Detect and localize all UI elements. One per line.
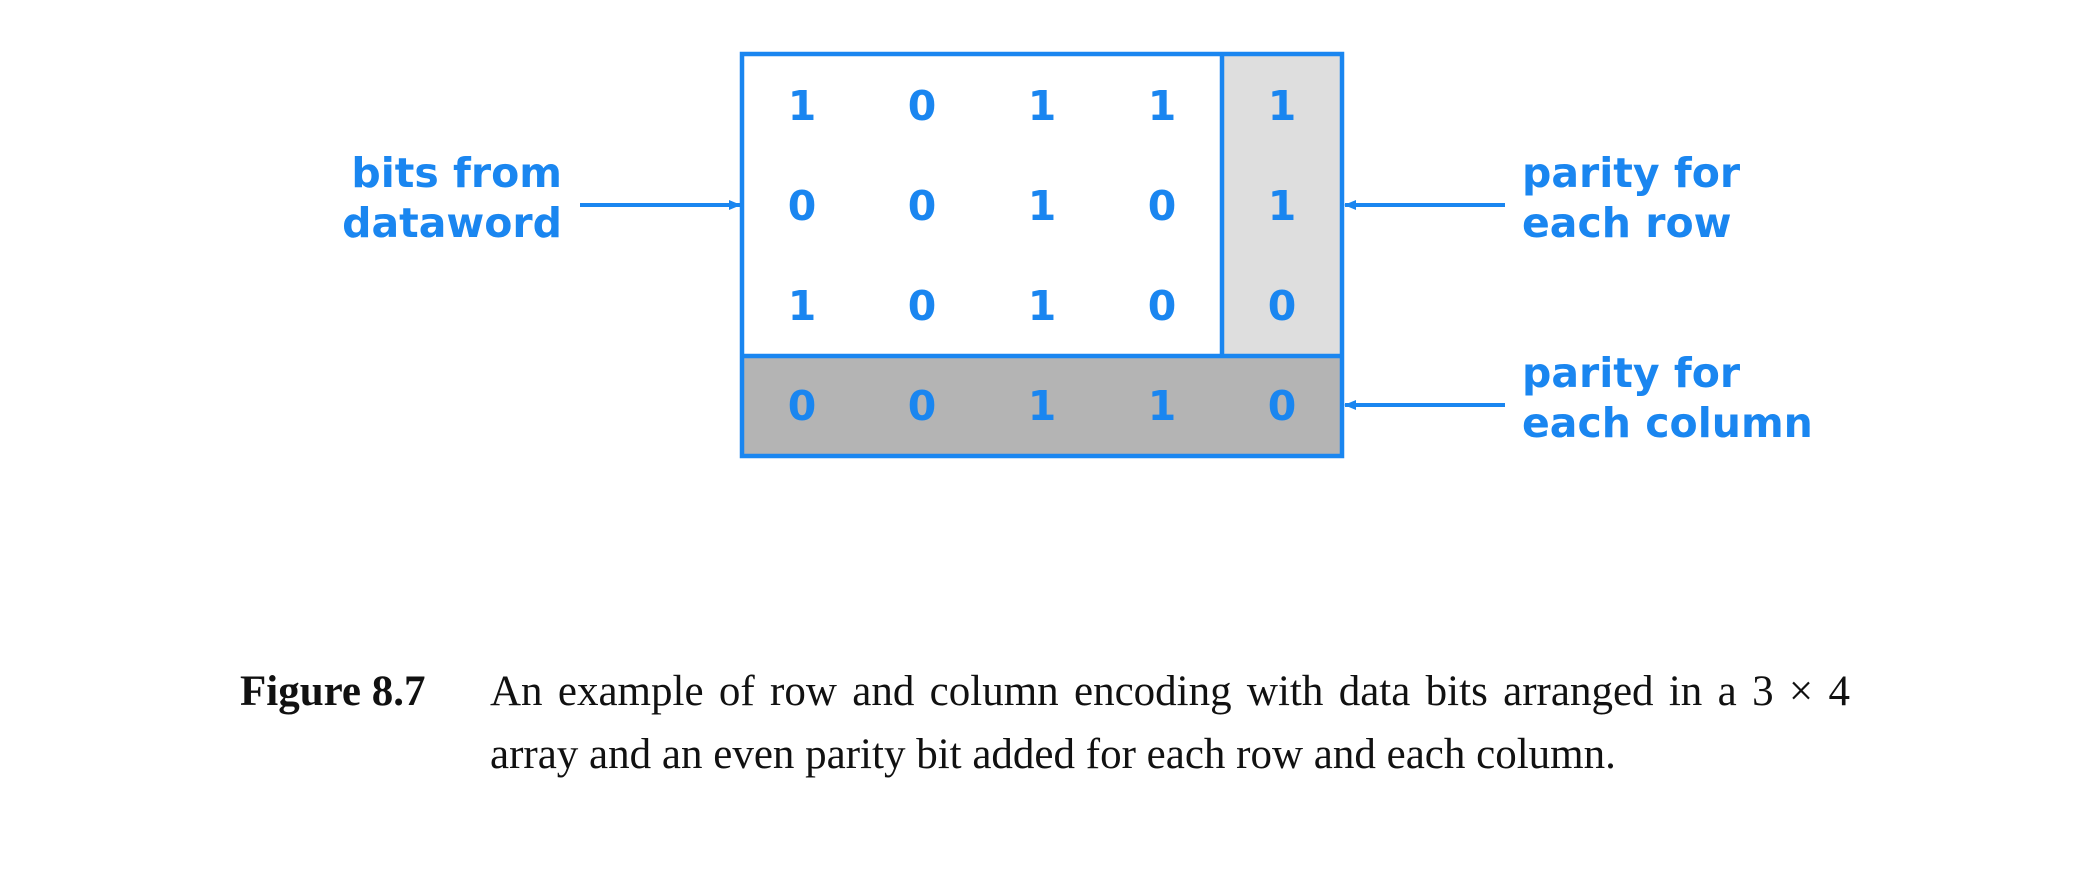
row-parity-label-line2: each row: [1522, 199, 1732, 247]
column-parity-bit: 1: [1148, 382, 1177, 430]
row-parity-label-line1: parity for: [1522, 149, 1741, 197]
column-parity-label-line1: parity for: [1522, 349, 1741, 397]
dataword-label-line2: dataword: [342, 199, 562, 247]
data-bit: 1: [1028, 282, 1057, 330]
row-parity-bit: 1: [1268, 182, 1297, 230]
column-parity-bit: 0: [908, 382, 937, 430]
row-parity-label: parity for each row: [1522, 148, 1740, 248]
column-parity-region: [742, 356, 1342, 456]
caption-number: Figure 8.7: [240, 668, 426, 715]
data-bit: 1: [788, 282, 817, 330]
caption-text: An example of row and column encoding wi…: [490, 668, 1850, 778]
bit-cells: 1 0 1 1 1 0 0 1 0 1 1 0 1 0 0 0 0 1 1 0: [788, 82, 1297, 430]
column-parity-bit: 0: [788, 382, 817, 430]
dataword-label: bits from dataword: [330, 148, 562, 248]
data-bit: 0: [788, 182, 817, 230]
column-parity-label-line2: each column: [1522, 399, 1813, 447]
dataword-label-line1: bits from: [351, 149, 562, 197]
data-bit: 1: [788, 82, 817, 130]
row-parity-bit: 1: [1268, 82, 1297, 130]
corner-parity-bit: 0: [1268, 382, 1297, 430]
data-bit: 0: [908, 282, 937, 330]
data-bit: 1: [1148, 82, 1177, 130]
row-parity-region: [1222, 54, 1342, 356]
data-bit: 1: [1028, 182, 1057, 230]
column-parity-label: parity for each column: [1522, 348, 1813, 448]
grid-border: [739, 51, 1345, 459]
data-bit: 0: [1148, 282, 1177, 330]
data-bit: 1: [1028, 82, 1057, 130]
data-bit: 0: [1148, 182, 1177, 230]
data-bit: 0: [908, 82, 937, 130]
row-parity-bit: 0: [1268, 282, 1297, 330]
data-bit: 0: [908, 182, 937, 230]
column-parity-bit: 1: [1028, 382, 1057, 430]
